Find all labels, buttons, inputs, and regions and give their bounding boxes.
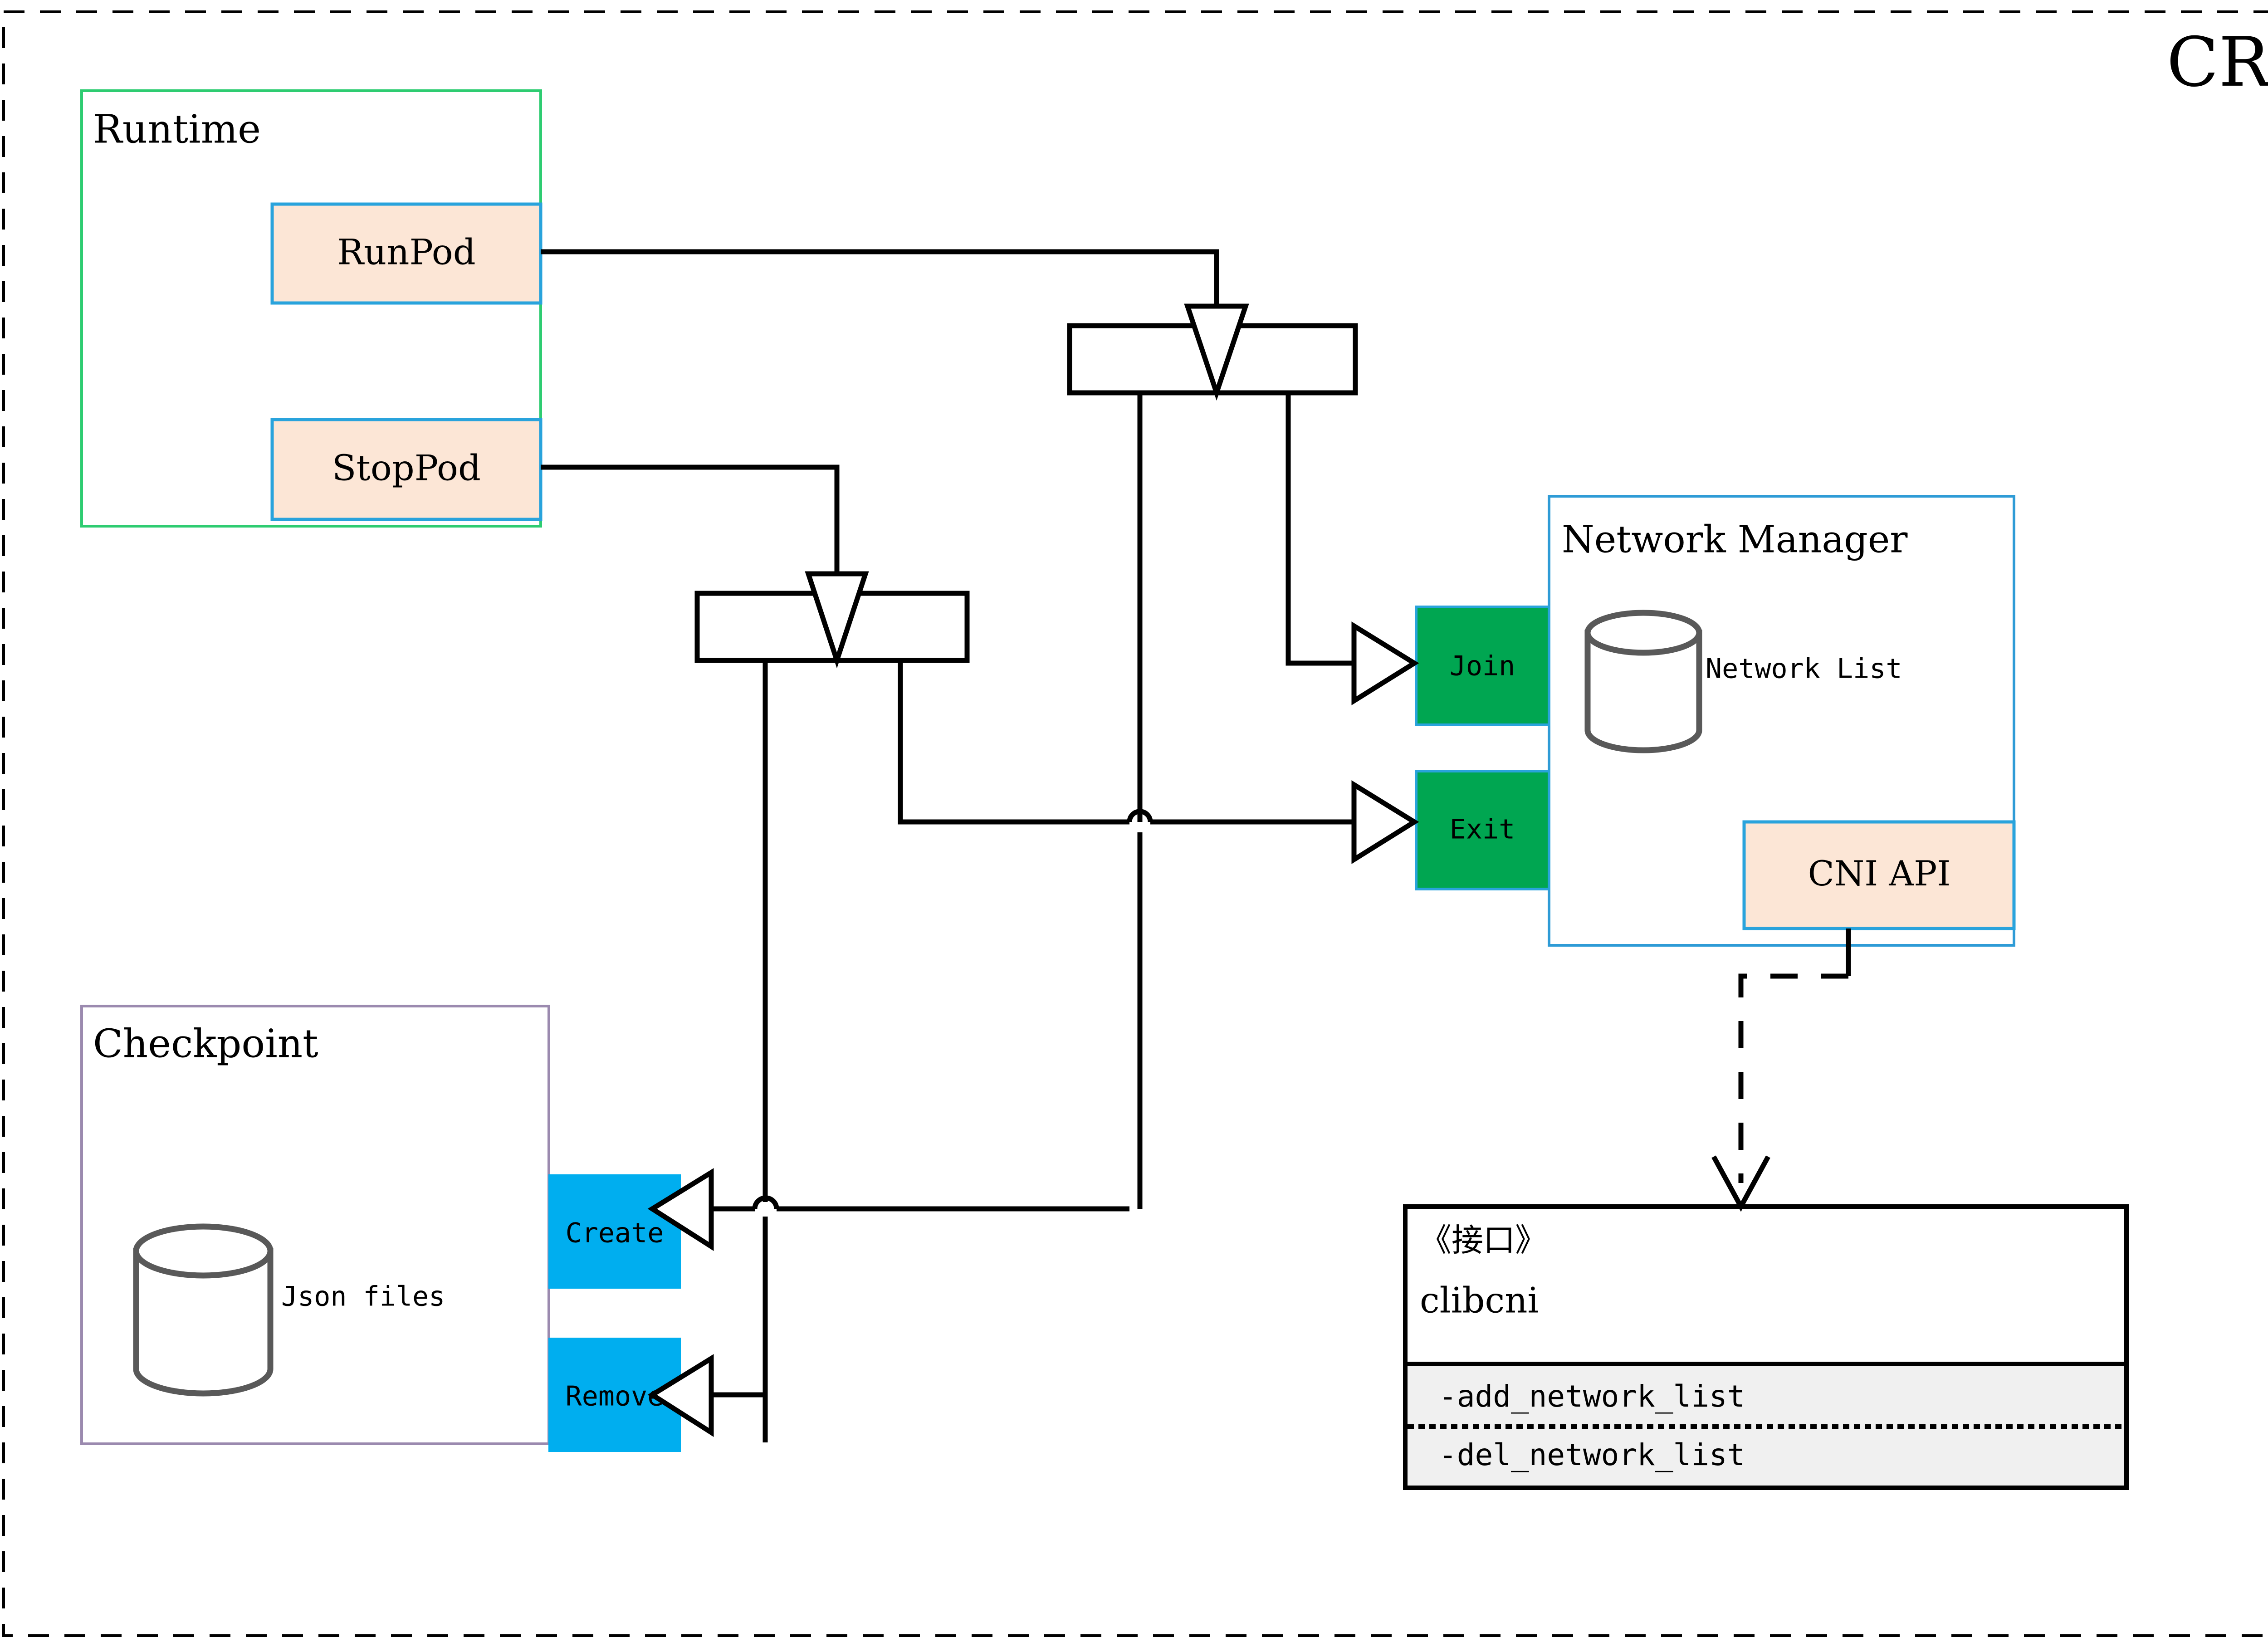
- arrowhead-into-exit: [1351, 780, 1419, 864]
- page-title: CRI: [2167, 23, 2268, 102]
- runpod-node[interactable]: [270, 202, 543, 305]
- network-list-cylinder-icon: [1584, 610, 1702, 753]
- arrowhead-realization-open-v: [1711, 1155, 1770, 1212]
- arrowhead-into-fork-bottom: [805, 571, 869, 669]
- arrowhead-into-fork-top: [1184, 303, 1249, 401]
- edge-stoppod-to-fork: [541, 464, 840, 574]
- line-hop-exit-crossing: [1127, 809, 1153, 822]
- clibcni-name: clibcni: [1420, 1280, 1539, 1321]
- cni-api-node[interactable]: [1742, 820, 2016, 930]
- stoppod-label: StopPod: [332, 448, 481, 489]
- stoppod-node[interactable]: [270, 418, 543, 521]
- arrowhead-into-remove: [647, 1354, 714, 1437]
- remove-label: Remove: [566, 1381, 664, 1412]
- network-manager-label: Network Manager: [1562, 518, 1908, 562]
- create-label: Create: [566, 1217, 664, 1249]
- checkpoint-label: Checkpoint: [93, 1021, 318, 1067]
- json-files-cylinder-icon: [133, 1223, 274, 1397]
- arrowhead-into-create: [647, 1168, 714, 1251]
- line-hop-create-crossing: [752, 1195, 779, 1209]
- arrowhead-into-join: [1351, 621, 1419, 705]
- join-node[interactable]: [1415, 606, 1550, 726]
- cni-api-label: CNI API: [1808, 853, 1951, 894]
- edge-cni-api-to-clibcni-dashed: [1738, 973, 1848, 1183]
- edge-fork-bottom-right-branch: [898, 660, 1129, 825]
- edge-fork-top-right-branch: [1286, 393, 1399, 666]
- clibcni-method-add: -add_network_list: [1439, 1379, 1745, 1414]
- json-files-label: Json files: [281, 1281, 445, 1313]
- clibcni-method-compartment: [1408, 1364, 2124, 1486]
- network-list-label: Network List: [1706, 653, 1902, 685]
- runtime-label: Runtime: [93, 107, 261, 152]
- create-node[interactable]: [548, 1174, 681, 1289]
- clibcni-method-del: -del_network_list: [1439, 1437, 1745, 1472]
- clibcni-stereotype: 《接口》: [1420, 1222, 1547, 1259]
- exit-node[interactable]: [1415, 770, 1550, 890]
- runpod-label: RunPod: [337, 232, 475, 273]
- exit-label: Exit: [1450, 814, 1515, 845]
- join-label: Join: [1450, 650, 1515, 682]
- edge-runpod-to-fork: [541, 249, 1219, 306]
- outer-dashed-frame: [2, 10, 2268, 1637]
